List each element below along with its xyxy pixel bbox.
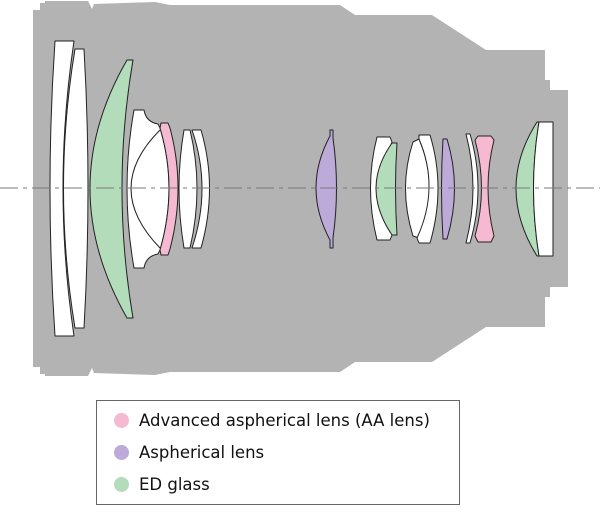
legend-item-aspherical: Aspherical lens <box>114 443 264 462</box>
legend-label: Aspherical lens <box>139 443 265 462</box>
aa-lens-element-2 <box>474 135 495 243</box>
aa-lens-element-1 <box>159 122 179 256</box>
lens-element-17 <box>533 121 554 257</box>
aspherical-element-2 <box>441 138 455 240</box>
legend-label: ED glass <box>139 475 210 494</box>
aspherical-element-1 <box>315 129 337 249</box>
aa-lens-swatch-icon <box>114 413 129 428</box>
lens-element-12 <box>416 134 439 244</box>
legend: Advanced aspherical lens (AA lens) Asphe… <box>96 400 460 505</box>
ed-glass-swatch-icon <box>114 477 129 492</box>
aspherical-swatch-icon <box>114 445 129 460</box>
ed-glass-element-1 <box>89 59 134 319</box>
lens-element-1 <box>49 40 75 337</box>
cemented-surface <box>130 129 161 249</box>
legend-item-ed-glass: ED glass <box>114 475 210 494</box>
lens-element-7 <box>191 129 210 249</box>
lens-element-14 <box>465 133 479 244</box>
legend-label: Advanced aspherical lens (AA lens) <box>139 411 430 430</box>
legend-item-aa-lens: Advanced aspherical lens (AA lens) <box>114 411 430 430</box>
ed-glass-element-2 <box>375 142 398 236</box>
lens-element-6 <box>178 129 198 249</box>
lens-element-4 <box>126 109 170 269</box>
lens-construction-diagram <box>0 1 600 376</box>
